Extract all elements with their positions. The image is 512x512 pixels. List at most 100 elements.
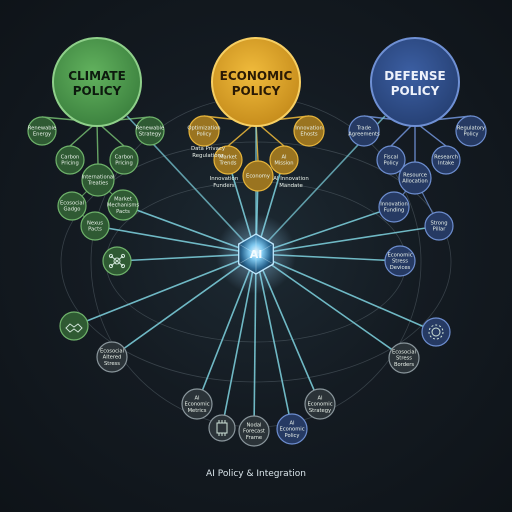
- node-label: Allocation: [402, 179, 428, 185]
- node-label: Economic: [387, 252, 412, 258]
- node-circle: [242, 160, 274, 192]
- node-label: Ecosocial: [60, 201, 84, 207]
- node-economy[interactable]: Economy: [242, 160, 274, 192]
- node-label: Carbon: [61, 155, 80, 161]
- free-label-data-privacy: Regulations: [192, 153, 224, 159]
- node-label: Market: [114, 196, 132, 202]
- free-label-ai-innovation-mandate: AI Innovation: [273, 176, 309, 182]
- node-icon-left[interactable]: [59, 311, 89, 341]
- node-icon-bottom-left[interactable]: [208, 414, 236, 442]
- node-label: Ehosts: [300, 132, 317, 138]
- node-label: Stress: [104, 361, 120, 367]
- economic-pillar-label: POLICY: [232, 84, 281, 98]
- node-label: Economic: [279, 427, 304, 433]
- hub-facet: [255, 253, 274, 265]
- node-label: AI: [281, 155, 287, 161]
- node-label: Altered: [103, 355, 122, 361]
- climate-pillar-label: POLICY: [73, 84, 122, 98]
- node-label: Policy: [464, 132, 479, 138]
- node-label: Renewable: [136, 126, 164, 132]
- node-circle: [59, 311, 89, 341]
- node-label: Trends: [219, 161, 237, 167]
- node-circle: [96, 341, 128, 373]
- free-label-innovation-funders: Innovation: [210, 176, 239, 182]
- node-circle: [398, 161, 432, 195]
- climate-pillar-label: CLIMATE: [68, 69, 126, 83]
- node-circle: [384, 245, 416, 277]
- node-label: AI: [317, 395, 323, 401]
- node-label: Research: [434, 155, 458, 161]
- node-label: Pacts: [116, 209, 130, 215]
- node-label: Fiscal: [384, 155, 398, 161]
- hub-facet: [238, 253, 257, 265]
- node-circle: [276, 413, 308, 445]
- climate-pillar-circle: [52, 37, 142, 127]
- node-label: Renewable: [28, 126, 56, 132]
- node-label: Strategy: [139, 132, 161, 138]
- node-circle: [348, 115, 380, 147]
- node-circle: [376, 145, 406, 175]
- pillar-link: [96, 121, 99, 165]
- defense-pillar-circle: [370, 37, 460, 127]
- node-label: Pricing: [115, 161, 133, 167]
- node-label: Policy: [384, 161, 399, 167]
- node-label: Innovation: [295, 126, 322, 132]
- economic-pillar-label: ECONOMIC: [220, 69, 293, 83]
- node-layer: RenewableEnergyRenewableStrategyCarbonPr…: [27, 115, 487, 447]
- node-label: Pillar: [433, 227, 447, 233]
- node-label: Ecosocial: [100, 348, 124, 354]
- node-label: Nodal: [247, 422, 262, 428]
- diagram-caption: AI Policy & Integration: [206, 469, 306, 479]
- node-circle: [421, 317, 451, 347]
- node-circle: [181, 388, 213, 420]
- node-label: Regulatory: [457, 126, 485, 132]
- node-circle: [55, 145, 85, 175]
- node-ecosystem-icon[interactable]: [102, 246, 132, 276]
- node-icon-right[interactable]: [421, 317, 451, 347]
- node-label: Economy: [246, 174, 270, 180]
- node-label: Gadgo: [64, 207, 81, 213]
- hub-facet: [255, 243, 274, 255]
- node-label: Mechanisms: [107, 203, 139, 209]
- node-label: Strategy: [309, 408, 331, 414]
- node-label: Market: [219, 155, 237, 161]
- node-label: Policy: [197, 132, 212, 138]
- ai-hub-core[interactable]: [238, 233, 274, 275]
- node-label: Pacts: [88, 227, 102, 233]
- node-circle: [238, 415, 270, 447]
- node-circle: [431, 145, 461, 175]
- node-circle: [208, 414, 236, 442]
- node-label: AI: [194, 395, 200, 401]
